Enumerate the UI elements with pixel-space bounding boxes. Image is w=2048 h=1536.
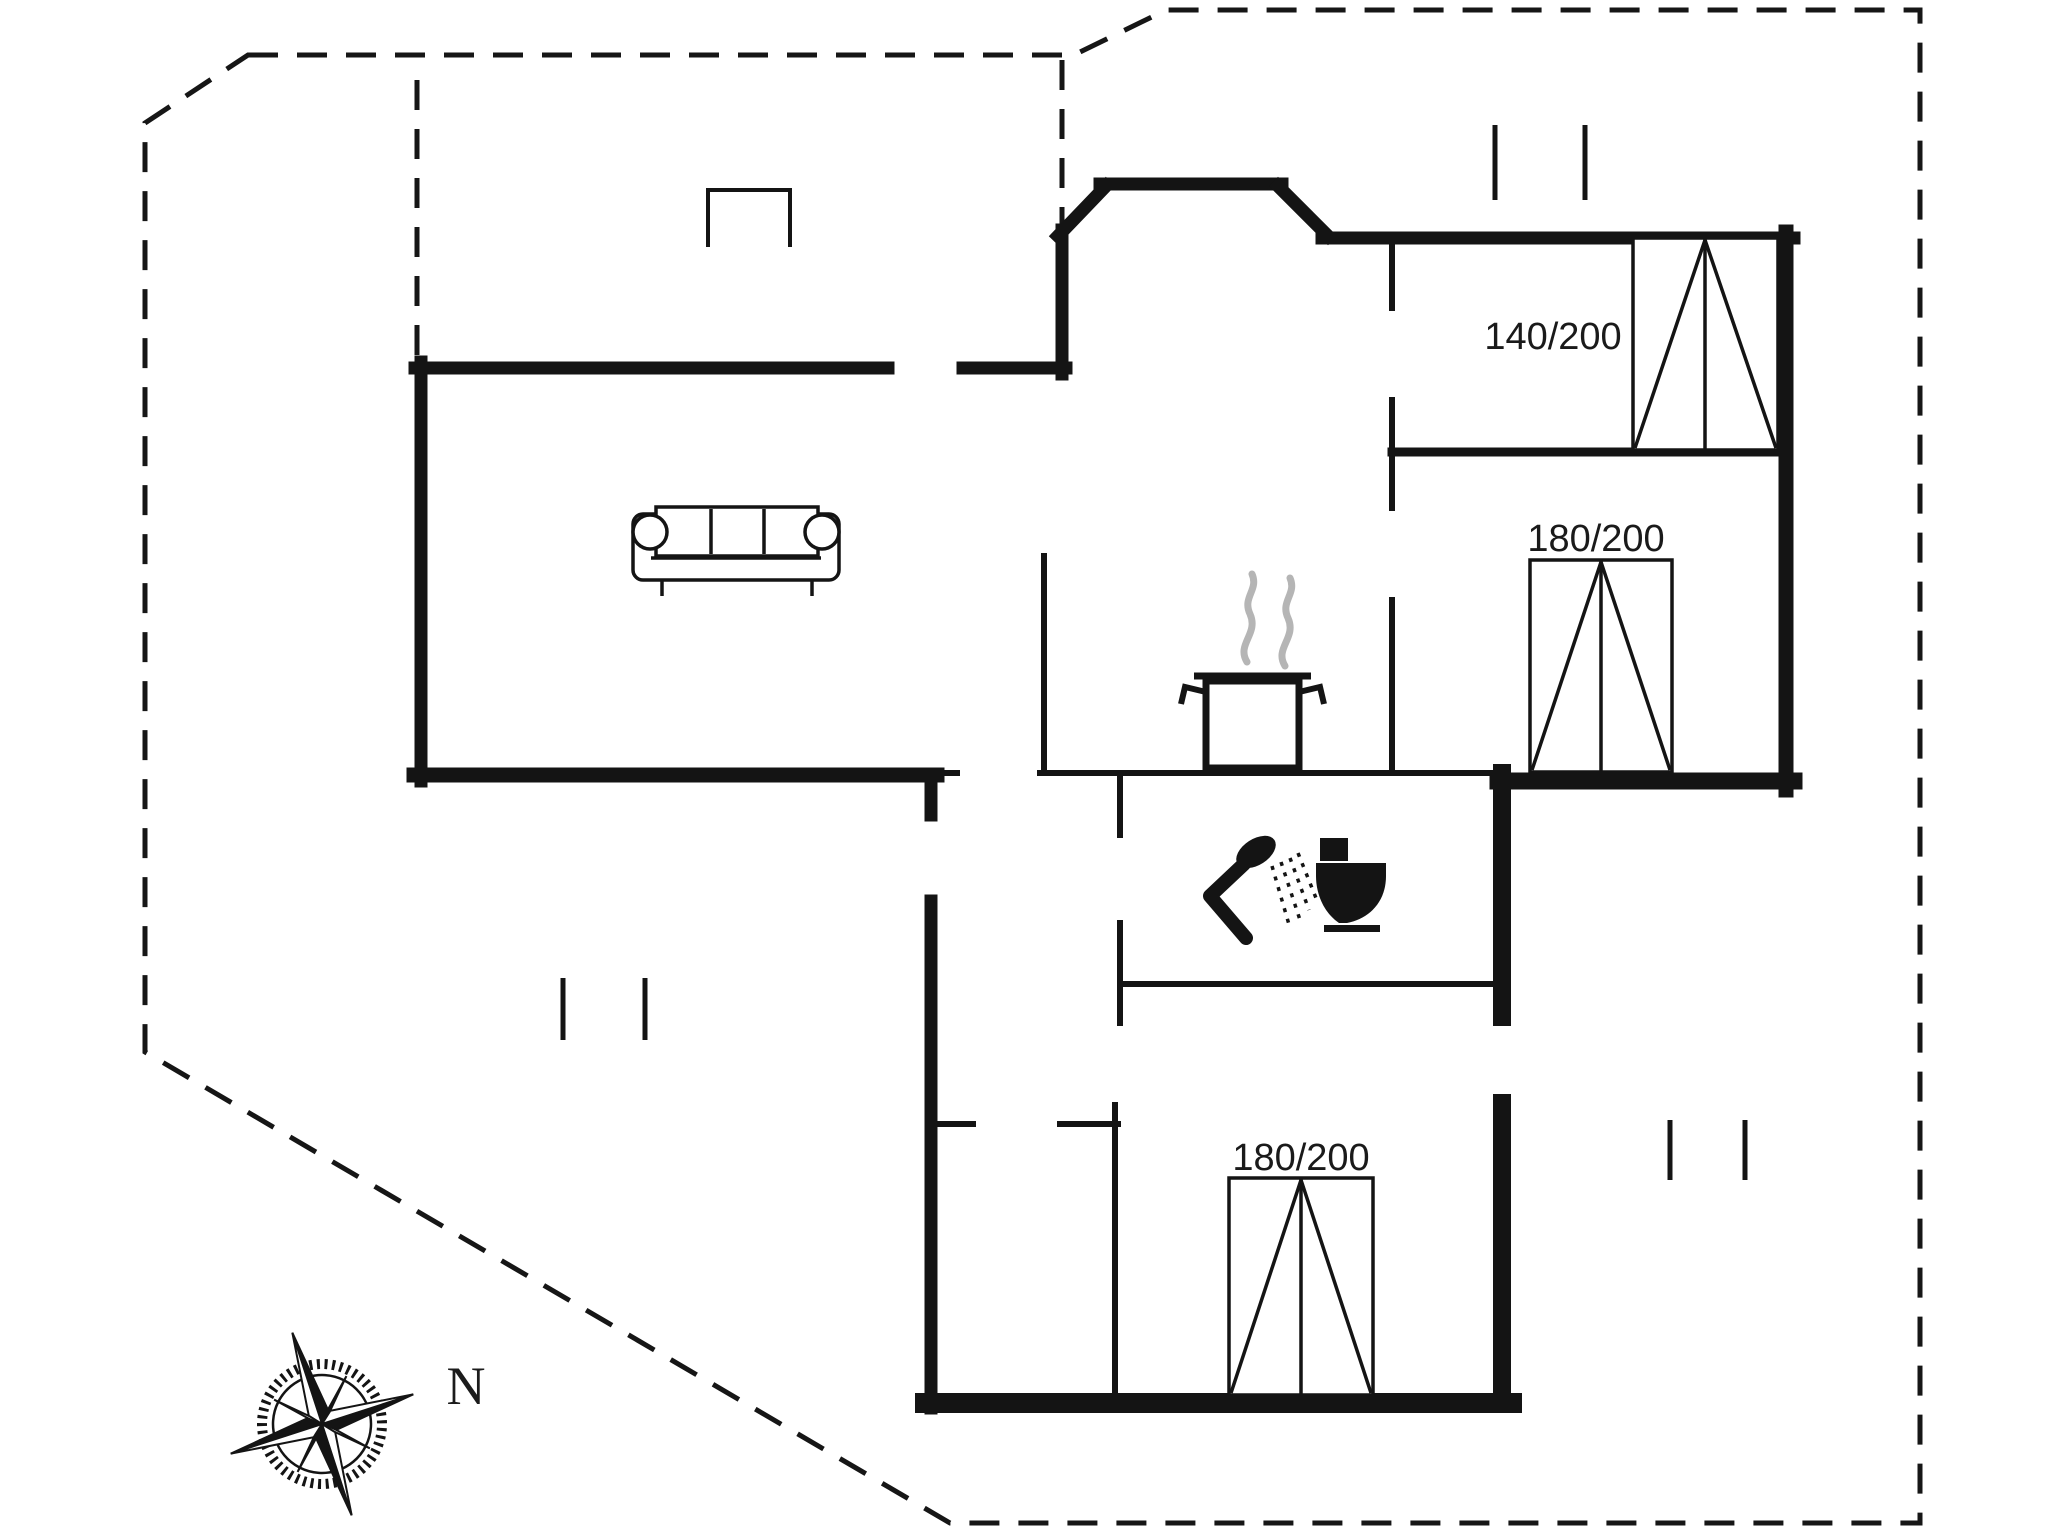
shower-icon [1203, 835, 1318, 945]
interior-walls [931, 235, 1791, 1403]
north-label: N [447, 1356, 486, 1416]
bed-size-label-bedroom1: 140/200 [1484, 316, 1621, 358]
bed-180x200-bedroom3 [1227, 1176, 1375, 1397]
exterior-walls [406, 176, 1803, 1415]
chimney-nook [706, 188, 792, 247]
bed-size-label-bedroom3: 180/200 [1232, 1137, 1369, 1179]
compass-rose-icon [230, 1332, 414, 1516]
cooking-pot-icon [1178, 672, 1327, 772]
toilet-icon [1316, 838, 1386, 932]
bed-180x200-bedroom2 [1528, 558, 1674, 774]
plot-boundary [142, 7, 1923, 1526]
sofa-icon [631, 505, 841, 596]
plot-boundary-outline [142, 7, 1923, 1526]
boundary-marker-ticks [560, 125, 1748, 1180]
bed-size-label-bedroom2: 180/200 [1527, 518, 1664, 560]
steam-icon [1240, 570, 1296, 670]
bed-140x200-bedroom1 [1631, 236, 1780, 452]
